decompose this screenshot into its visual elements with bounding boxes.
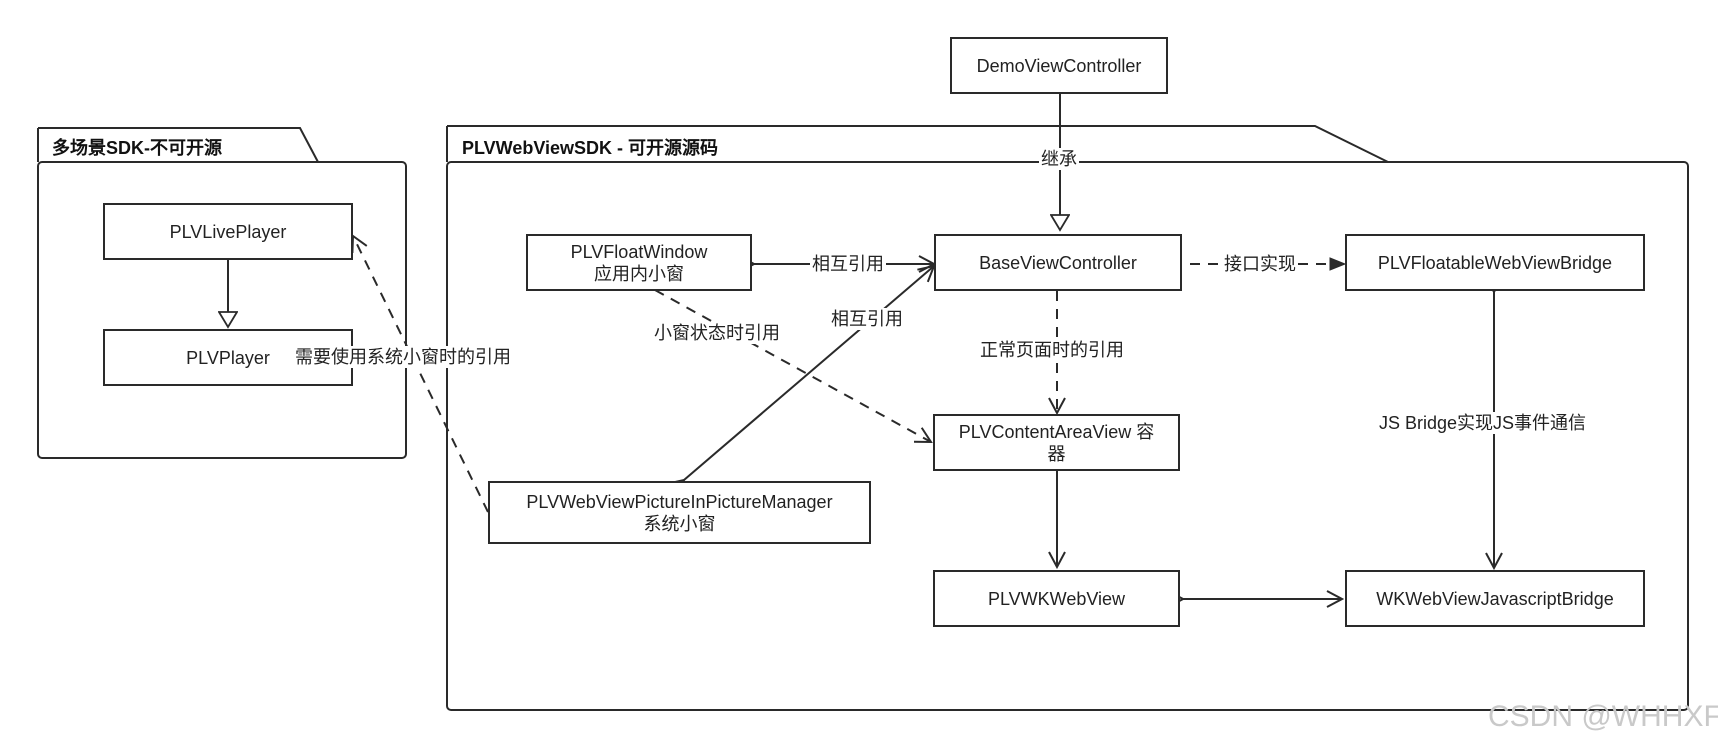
package-closed-sdk-title: 多场景SDK-不可开源 [52,138,222,158]
edge-label-mutual-ref-2: 相互引用 [829,308,905,330]
node-pip-manager-line1: PLVWebViewPictureInPictureManager [526,491,833,512]
node-float-window[interactable]: PLVFloatWindow 应用内小窗 [526,234,752,291]
edge-label-mutual-ref-1: 相互引用 [810,253,886,275]
package-closed-sdk-frame [37,127,407,459]
node-js-bridge[interactable]: WKWebViewJavascriptBridge [1345,570,1645,627]
node-base-vc-label: BaseViewController [979,252,1137,273]
edge-label-float-state-ref: 小窗状态时引用 [652,322,782,344]
edge-mutual-pip-base [684,266,934,480]
watermark: CSDN @WHHXF [1488,700,1718,733]
edge-label-bridge-comm: JS Bridge实现JS事件通信 [1377,412,1589,434]
node-live-player[interactable]: PLVLivePlayer [103,203,353,260]
node-player[interactable]: PLVPlayer [103,329,353,386]
node-content-area-line2: 器 [1047,443,1066,464]
node-js-bridge-label: WKWebViewJavascriptBridge [1376,588,1614,609]
node-floatable-webview-bridge[interactable]: PLVFloatableWebViewBridge [1345,234,1645,291]
node-wk-webview-label: PLVWKWebView [987,588,1126,609]
node-float-window-line1: PLVFloatWindow [570,241,708,262]
edge-label-normal-page-ref: 正常页面时的引用 [978,339,1126,361]
node-floatable-bridge-label: PLVFloatableWebViewBridge [1377,252,1613,273]
node-content-area-view[interactable]: PLVContentAreaView 容 器 [933,414,1180,471]
node-wk-webview[interactable]: PLVWKWebView [933,570,1180,627]
edge-label-implements: 接口实现 [1222,253,1298,275]
node-base-view-controller[interactable]: BaseViewController [934,234,1182,291]
package-open-sdk-title: PLVWebViewSDK - 可开源源码 [462,138,719,158]
edge-label-system-window-ref: 需要使用系统小窗时的引用 [293,346,513,368]
edge-label-inherit: 继承 [1039,148,1079,170]
edge-system-window-ref [353,236,489,513]
node-pip-manager[interactable]: PLVWebViewPictureInPictureManager 系统小窗 [488,481,871,544]
node-content-area-line1: PLVContentAreaView 容 [958,421,1155,442]
node-float-window-line2: 应用内小窗 [594,263,684,284]
node-demo-label: DemoViewController [976,55,1142,76]
node-pip-manager-line2: 系统小窗 [643,513,716,534]
node-player-label: PLVPlayer [186,347,270,368]
node-demo-view-controller[interactable]: DemoViewController [950,37,1168,94]
node-live-player-label: PLVLivePlayer [169,221,287,242]
